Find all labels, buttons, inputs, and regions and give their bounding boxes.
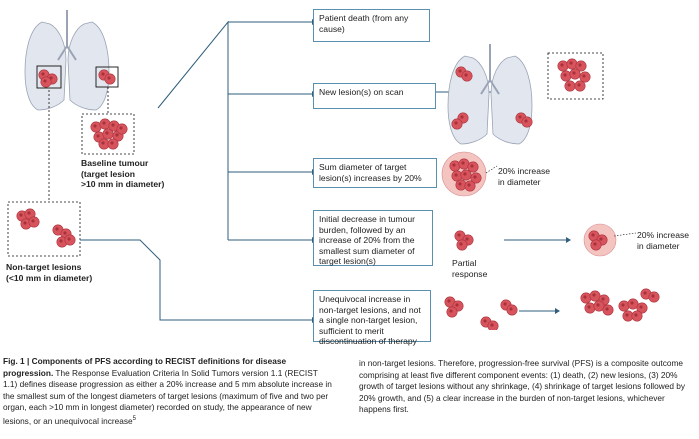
lung-lesion-right	[95, 66, 119, 88]
partial-response-graphics	[454, 223, 637, 257]
event-box-new-lesion: New lesion(s) on scan	[313, 83, 436, 109]
event-box-death: Patient death (from any cause)	[313, 9, 430, 42]
caption-left-body: The Response Evaluation Criteria In Soli…	[3, 367, 332, 426]
lungs-illustration	[24, 9, 110, 111]
lungs-with-new-lesions	[447, 43, 533, 145]
baseline-tumour-box	[81, 113, 135, 155]
non-target-lesions-box	[7, 201, 81, 257]
caption-left: Fig. 1 | Components of PFS according to …	[3, 356, 333, 427]
baseline-tumour-label: Baseline tumour (target lesion >10 mm in…	[81, 158, 165, 189]
event-box-non-target-increase: Unequivocal increase in non-target lesio…	[313, 290, 431, 346]
non-target-progression-graphics	[444, 288, 660, 330]
new-lesion-graphics	[451, 52, 604, 130]
lung-lesion-left	[36, 65, 62, 89]
event-box-target-growth: Sum diameter of target lesion(s) increas…	[313, 158, 437, 188]
increase-label-1: 20% increase in diameter	[498, 166, 551, 187]
figure-label: Fig. 1 | Components of PFS according to …	[3, 356, 287, 378]
caption-right: in non-target lesions. Therefore, progre…	[359, 358, 686, 415]
caption-reference: 5	[132, 415, 136, 422]
connector-lines	[80, 20, 312, 321]
target-lesion-growth	[441, 151, 498, 197]
partial-response-label: Partial response	[452, 258, 488, 279]
event-box-shrink-then-growth: Initial decrease in tumour burden, follo…	[313, 210, 433, 266]
increase-label-2: 20% increase in diameter	[637, 230, 690, 251]
non-target-lesions-label: Non-target lesions (<10 mm in diameter)	[6, 262, 93, 283]
